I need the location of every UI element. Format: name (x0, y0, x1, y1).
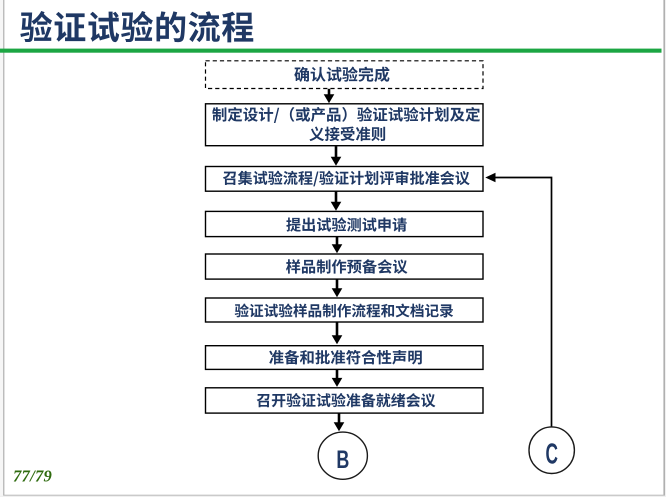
svg-text:77/79: 77/79 (13, 467, 52, 486)
svg-text:B: B (336, 445, 349, 474)
svg-text:C: C (545, 439, 557, 471)
